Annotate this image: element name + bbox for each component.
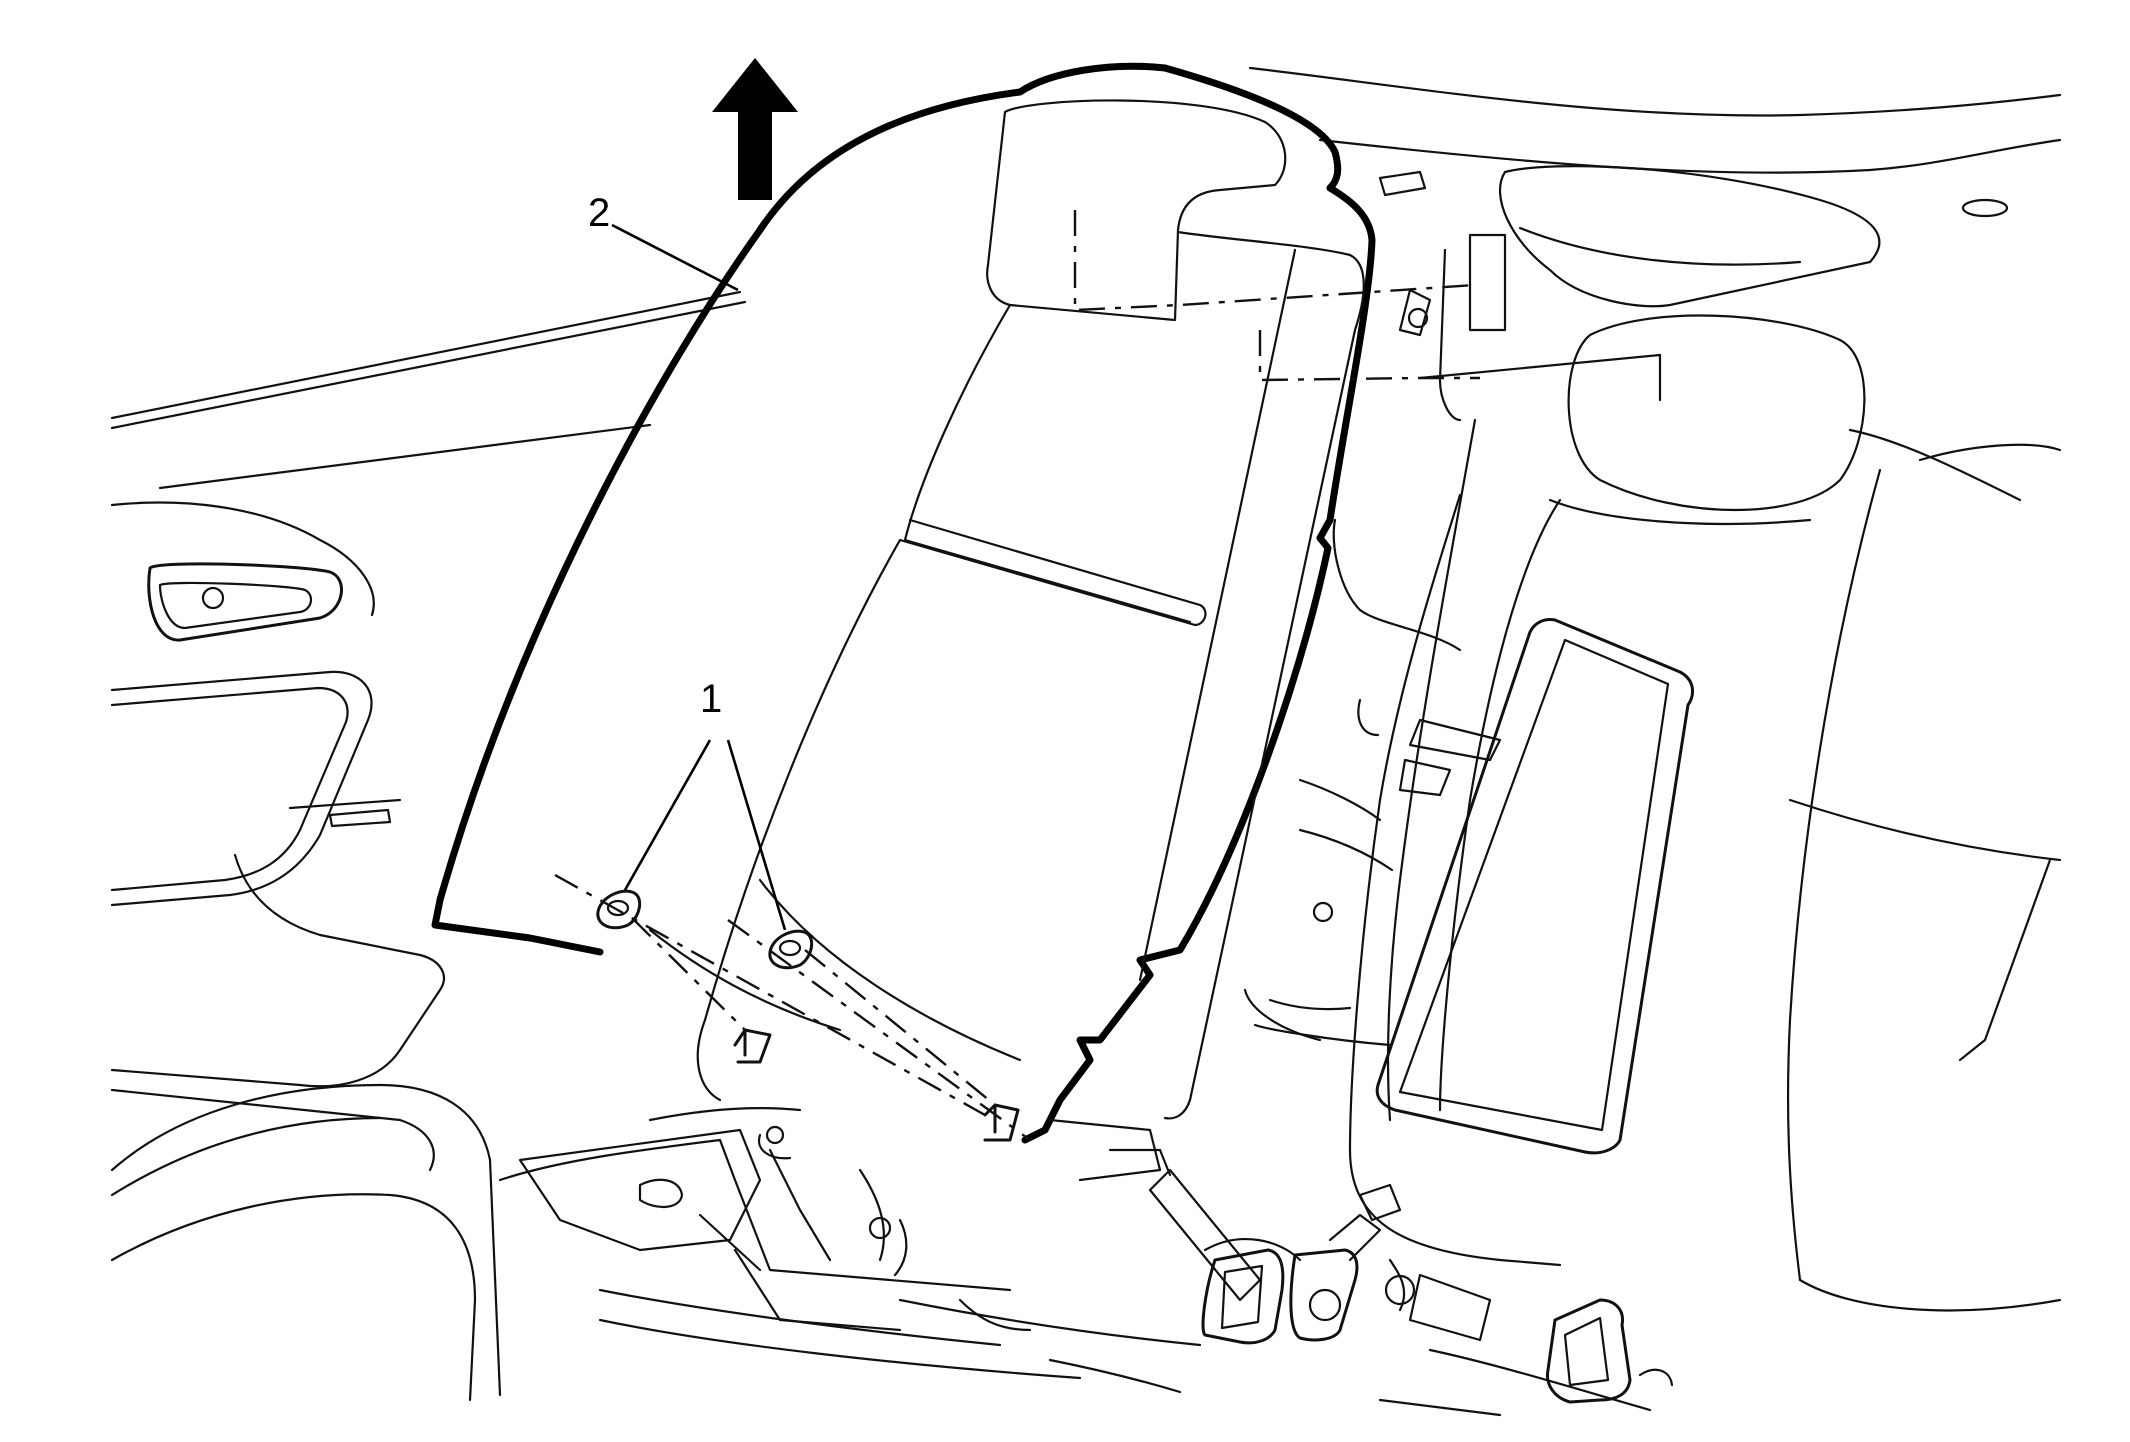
seat-cushion-left xyxy=(110,1083,502,1402)
seatback-left-removed xyxy=(431,62,1376,1144)
seatback-right xyxy=(1348,314,2062,1312)
callout-leaders xyxy=(611,223,787,931)
floor-pan xyxy=(498,1106,1674,1417)
callout-label-2: 2 xyxy=(588,191,610,235)
center-armrest xyxy=(1498,165,1881,308)
arrow-up-icon xyxy=(712,58,798,200)
callout-label-1: 1 xyxy=(700,677,722,721)
seat-frame xyxy=(1243,233,1507,1122)
seatback-bushings xyxy=(596,889,814,970)
door-trim xyxy=(110,290,747,1172)
alignment-lines xyxy=(554,210,1662,1141)
seatback-hooks xyxy=(733,1028,1020,1142)
rear-package-shelf xyxy=(1248,66,2062,218)
